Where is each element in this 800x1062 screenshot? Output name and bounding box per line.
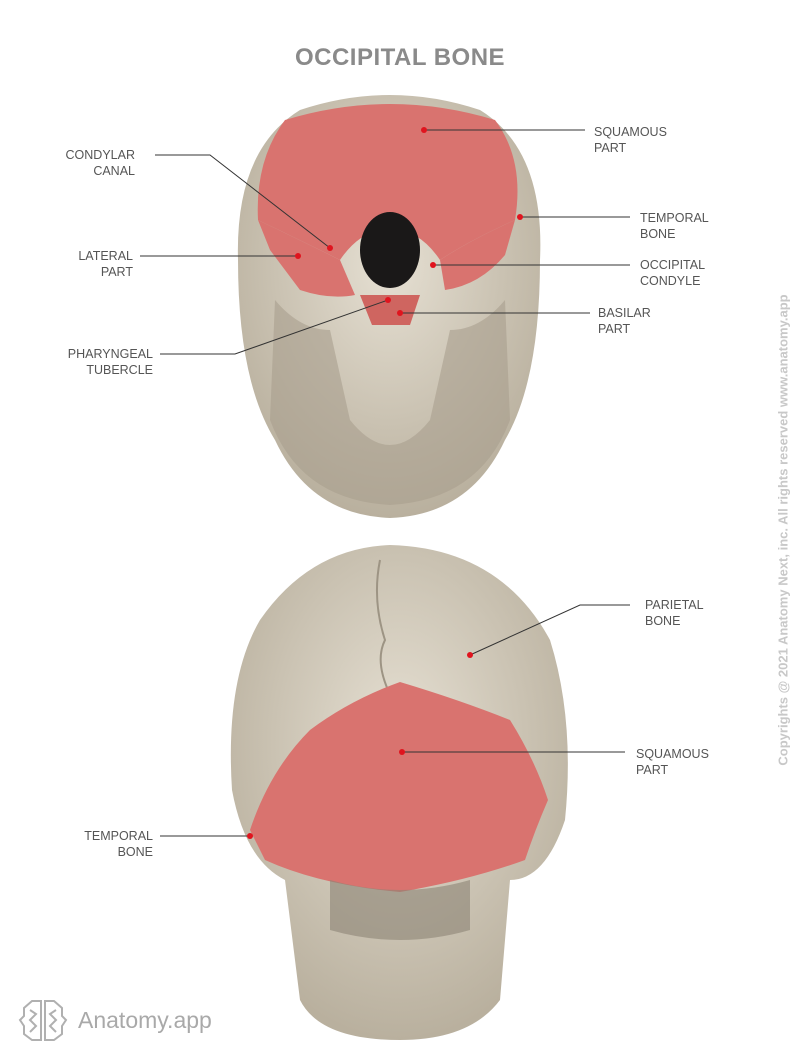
occipital-squamous-highlight [257,104,518,260]
label-line: BONE [640,227,676,241]
foramen-magnum [360,212,420,288]
label-line: OCCIPITAL [640,258,706,272]
label-squamous-part-bottom: SQUAMOUS PART [636,746,709,778]
label-occipital-condyle: OCCIPITAL CONDYLE [640,257,705,289]
label-condylar-canal: CONDYLAR CANAL [60,147,135,179]
label-line: TUBERCLE [86,363,153,377]
label-pharyngeal-tubercle: PHARYNGEAL TUBERCLE [40,346,153,378]
label-line: CANAL [93,164,135,178]
occipital-lateral-highlight [258,220,355,297]
label-parietal-bone: PARIETAL BONE [645,597,704,629]
occipital-squamous-highlight [250,682,548,892]
occipital-basilar-highlight [360,295,420,325]
label-line: LATERAL [78,249,133,263]
brain-logo-icon [18,1000,68,1041]
label-squamous-part-top: SQUAMOUS PART [594,124,667,156]
label-line: PHARYNGEAL [67,347,153,361]
label-line: BASILAR [598,306,651,320]
logo-text: Anatomy.app [78,1006,212,1033]
label-temporal-bone-bottom: TEMPORAL BONE [60,828,153,860]
copyright-text: Copyrights @ 2021 Anatomy Next, inc. All… [775,294,791,766]
label-basilar-part: BASILAR PART [598,305,651,337]
label-line: PART [100,265,133,279]
marker-dots [247,127,523,839]
label-line: PART [594,141,627,155]
label-line: PART [598,322,631,336]
brand-logo[interactable]: Anatomy.app [18,998,212,1042]
label-line: BONE [117,845,153,859]
label-line: CONDYLAR [65,148,135,162]
label-line: PART [636,763,669,777]
label-line: CONDYLE [640,274,701,288]
page-title: OCCIPITAL BONE [294,44,506,71]
label-line: TEMPORAL [640,211,709,225]
label-lateral-part: LATERAL PART [60,248,133,280]
skull-inferior-view [237,95,541,518]
label-line: TEMPORAL [84,829,153,843]
leader-lines [140,129,630,837]
label-line: BONE [645,614,681,628]
label-line: PARIETAL [645,598,704,612]
label-line: SQUAMOUS [594,125,667,139]
skull-posterior-view [230,545,568,1040]
label-line: SQUAMOUS [636,747,709,761]
label-temporal-bone-top: TEMPORAL BONE [640,210,709,242]
